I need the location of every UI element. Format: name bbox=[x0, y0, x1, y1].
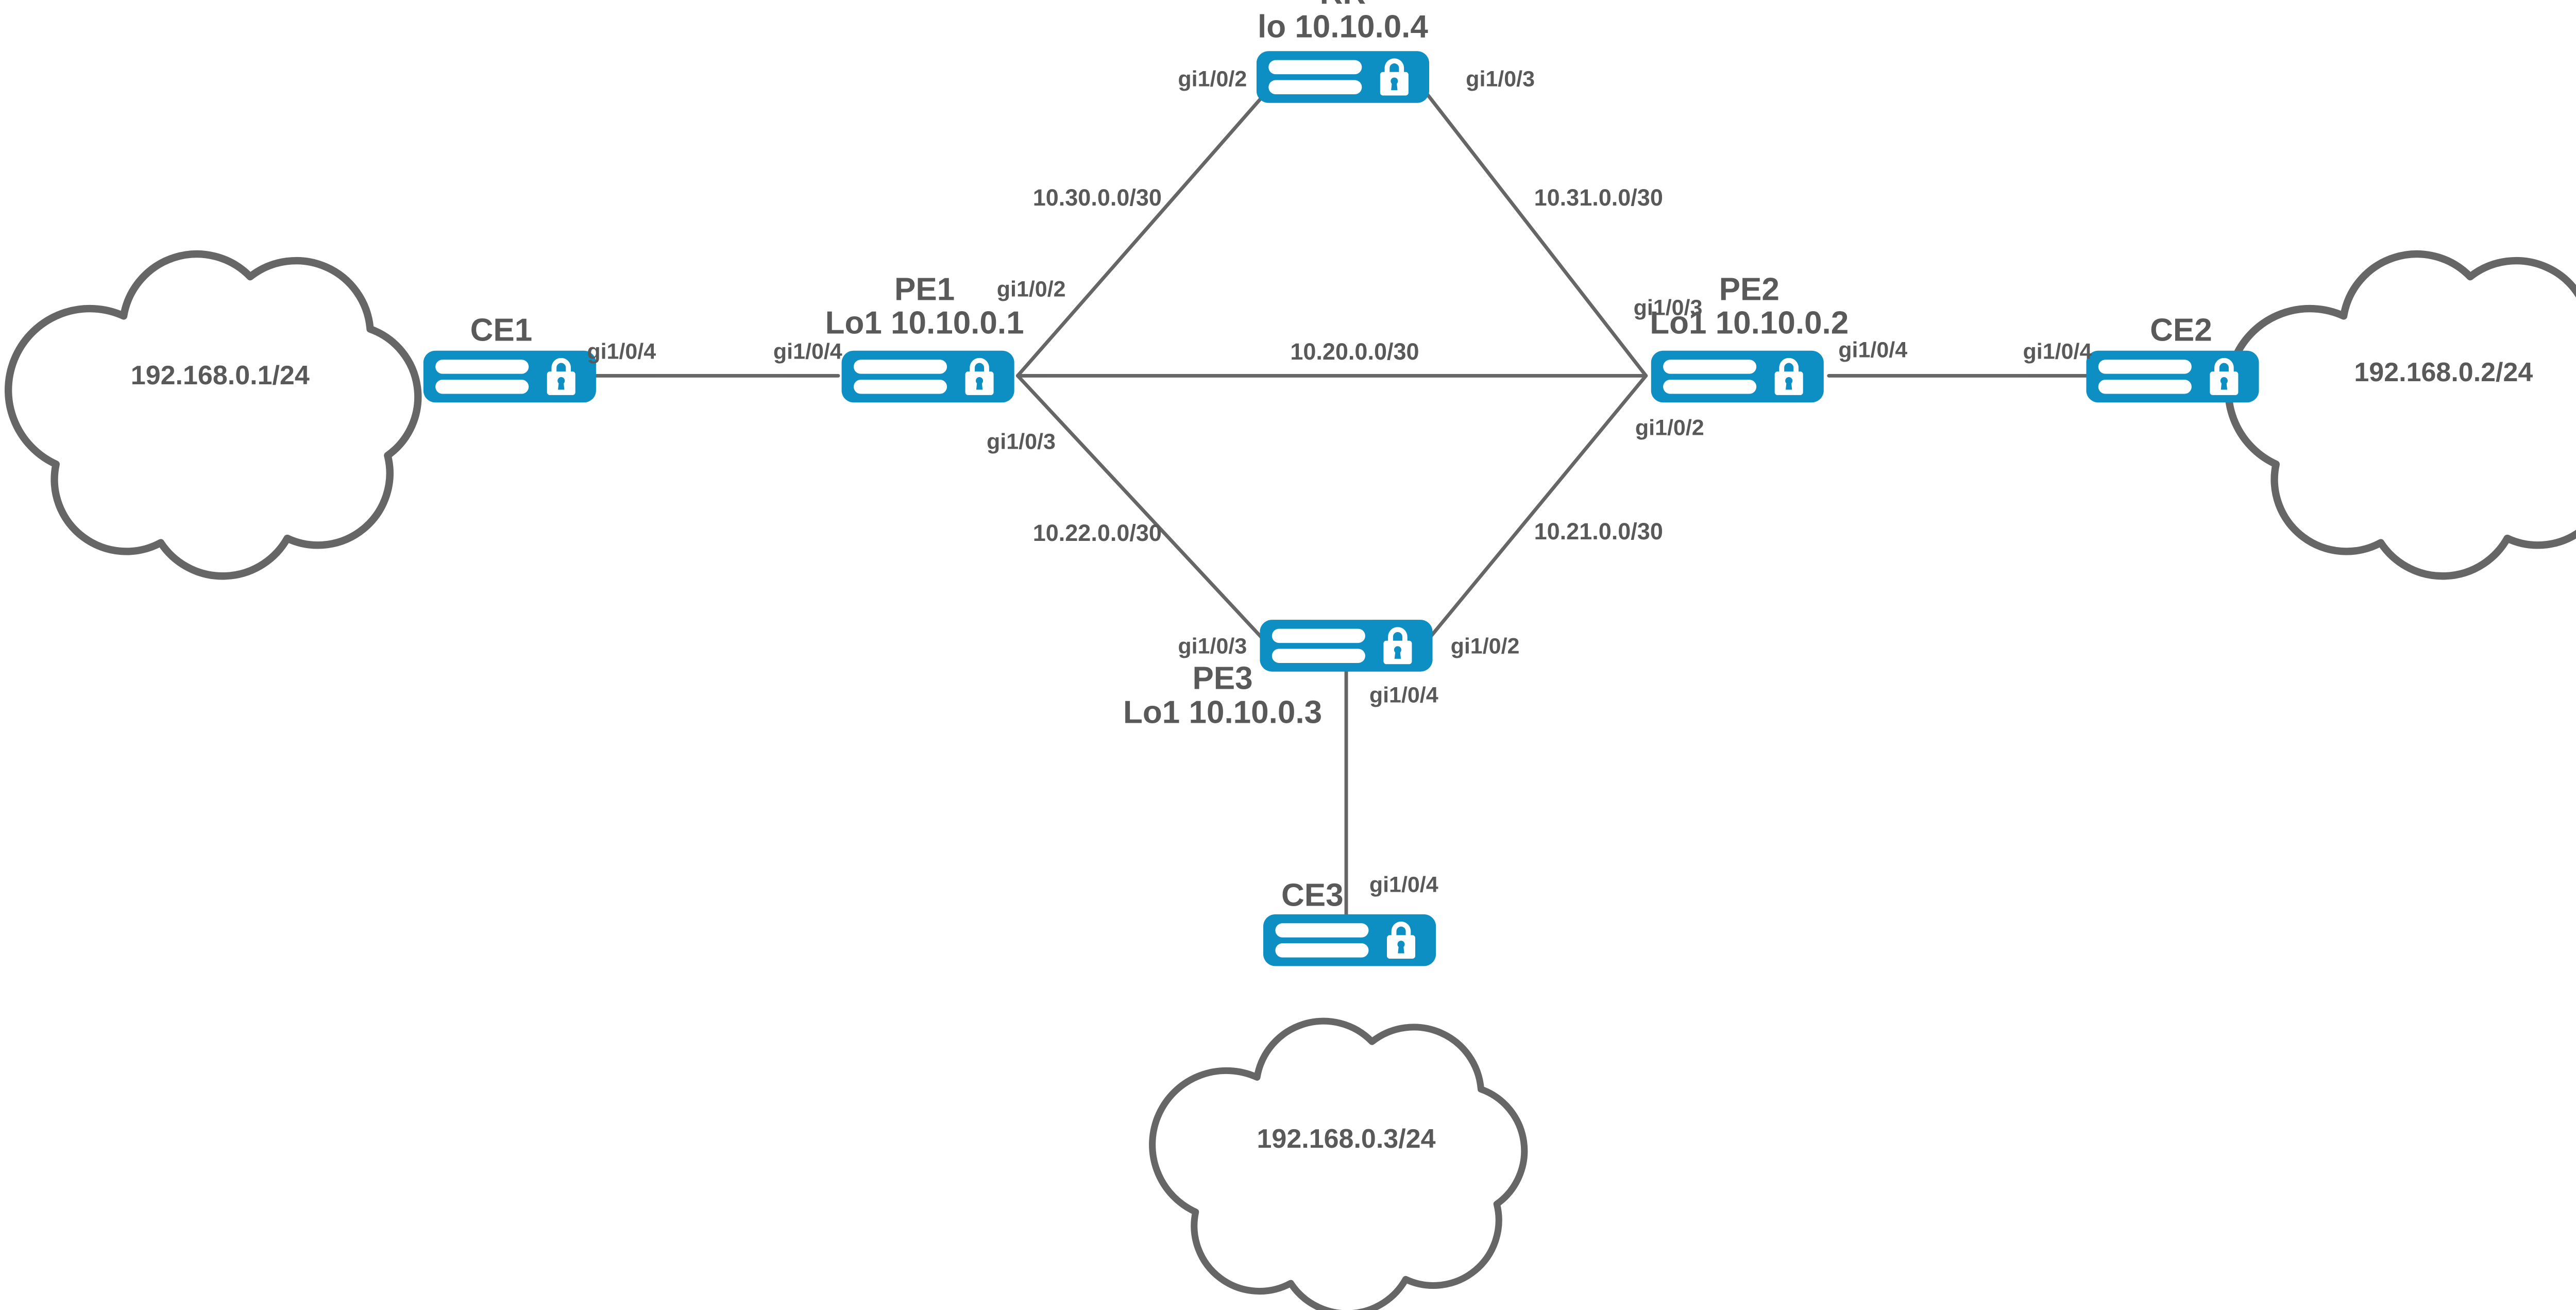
node-label-pe1-name: PE1 bbox=[894, 271, 955, 307]
link-pe3-pe2 bbox=[1420, 373, 1648, 649]
cloud-label-192-168-0-2: 192.168.0.2/24 bbox=[2354, 357, 2533, 387]
link-pe1-rr bbox=[1015, 86, 1272, 378]
node-rr[interactable] bbox=[1256, 51, 1430, 103]
port-label-pe2-gi1-0-4: gi1/0/4 bbox=[1838, 337, 1908, 363]
port-label-pe3-gi1-0-2: gi1/0/2 bbox=[1450, 634, 1520, 659]
node-label-pe2-detail: Lo1 10.10.0.2 bbox=[1650, 305, 1849, 341]
node-label-pe2: PE2 Lo1 10.10.0.2 bbox=[1650, 273, 1849, 340]
port-label-ce2-gi1-0-4: gi1/0/4 bbox=[2023, 339, 2092, 364]
port-label-pe3-gi1-0-3: gi1/0/3 bbox=[1178, 634, 1247, 659]
node-label-ce2-name: CE2 bbox=[2150, 312, 2212, 348]
port-label-pe1-gi1-0-2: gi1/0/2 bbox=[996, 277, 1066, 302]
node-label-ce2: CE2 bbox=[2150, 312, 2212, 348]
node-label-pe2-name: PE2 bbox=[1719, 271, 1780, 307]
node-label-rr: RR lo 10.10.0.4 bbox=[1258, 0, 1428, 44]
node-label-ce1-name: CE1 bbox=[470, 312, 533, 348]
node-label-ce3: CE3 bbox=[1281, 877, 1344, 914]
cloud-label-192-168-0-3: 192.168.0.3/24 bbox=[1257, 1124, 1436, 1154]
port-label-rr-gi1-0-3: gi1/0/3 bbox=[1466, 66, 1535, 92]
node-ce3[interactable] bbox=[1263, 914, 1436, 966]
link-lines bbox=[594, 86, 2092, 943]
node-ce2[interactable] bbox=[2086, 350, 2259, 403]
cloud-192-168-0-2 bbox=[2228, 254, 2576, 576]
link-label-pe1-rr: 10.30.0.0/30 bbox=[1032, 184, 1162, 211]
port-label-pe1-gi1-0-3: gi1/0/3 bbox=[987, 429, 1056, 454]
link-label-pe1-pe2: 10.20.0.0/30 bbox=[1290, 338, 1419, 365]
port-label-pe1-gi1-0-4: gi1/0/4 bbox=[773, 339, 842, 364]
node-label-rr-name: RR bbox=[1258, 0, 1428, 10]
port-label-pe3-gi1-0-4: gi1/0/4 bbox=[1369, 683, 1438, 708]
link-label-rr-pe2: 10.31.0.0/30 bbox=[1534, 184, 1663, 211]
node-label-pe1: PE1 Lo1 10.10.0.1 bbox=[825, 273, 1024, 340]
node-ce1[interactable] bbox=[423, 350, 596, 403]
link-pe1-pe3 bbox=[1015, 373, 1272, 649]
node-pe1[interactable] bbox=[841, 350, 1014, 403]
device-nodes-group bbox=[423, 51, 2259, 966]
node-label-rr-detail: lo 10.10.0.4 bbox=[1257, 9, 1428, 45]
port-label-pe2-gi1-0-3: gi1/0/3 bbox=[1633, 295, 1703, 320]
port-label-pe2-gi1-0-2: gi1/0/2 bbox=[1635, 415, 1704, 440]
cloud-label-192-168-0-1: 192.168.0.1/24 bbox=[130, 361, 310, 391]
port-label-ce3-gi1-0-4: gi1/0/4 bbox=[1369, 872, 1438, 897]
link-rr-pe2 bbox=[1420, 86, 1648, 378]
cloud-192-168-0-1 bbox=[8, 254, 418, 576]
node-label-ce1: CE1 bbox=[470, 312, 533, 348]
node-label-pe3-name: PE3 bbox=[1192, 660, 1253, 696]
link-label-pe1-pe3: 10.22.0.0/30 bbox=[1032, 519, 1162, 546]
port-label-rr-gi1-0-2: gi1/0/2 bbox=[1178, 66, 1247, 92]
node-label-ce3-name: CE3 bbox=[1281, 877, 1344, 913]
node-label-pe3: PE3 Lo1 10.10.0.3 bbox=[1123, 660, 1323, 730]
node-label-pe3-detail: Lo1 10.10.0.3 bbox=[1123, 694, 1323, 730]
cloud-192-168-0-3 bbox=[1153, 1021, 1524, 1310]
node-pe2[interactable] bbox=[1651, 350, 1824, 403]
link-label-pe3-pe2: 10.21.0.0/30 bbox=[1534, 518, 1663, 545]
port-label-ce1-gi1-0-4: gi1/0/4 bbox=[587, 339, 656, 364]
node-label-pe1-detail: Lo1 10.10.0.1 bbox=[825, 305, 1024, 341]
